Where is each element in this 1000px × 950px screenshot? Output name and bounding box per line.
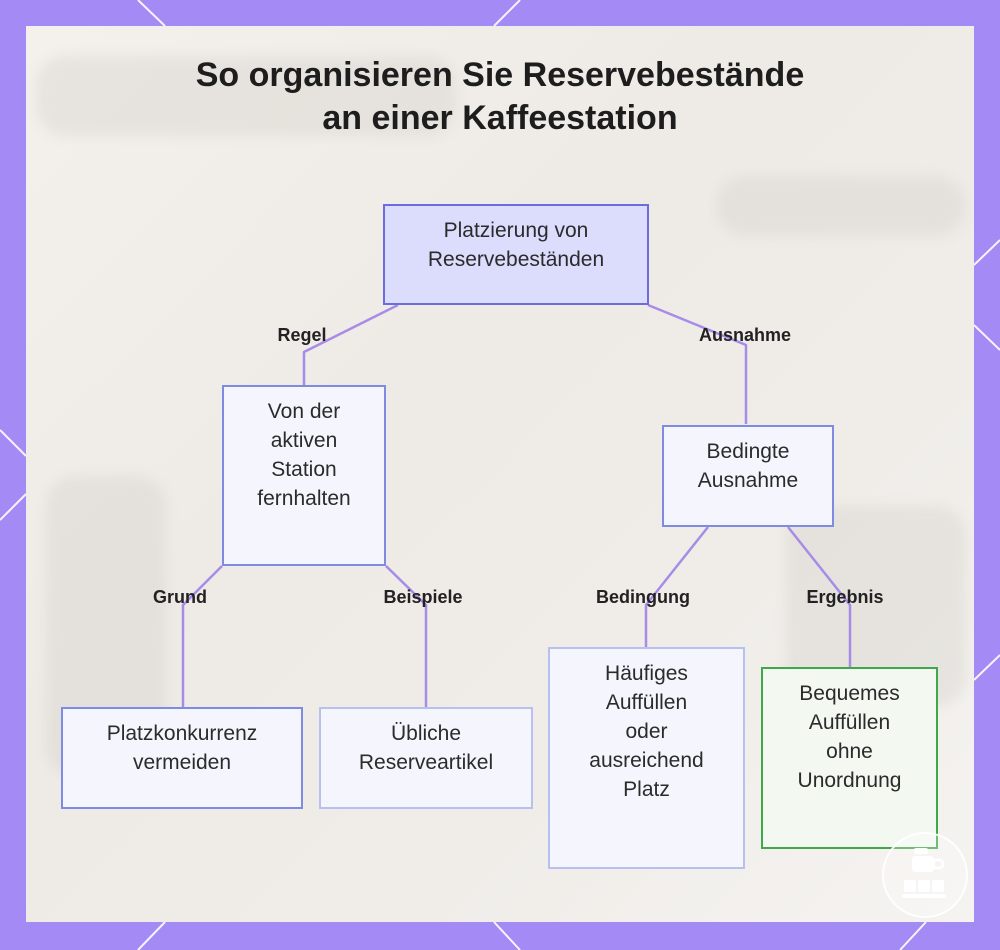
node-root-line-2: Reservebeständen: [427, 248, 605, 271]
edge-label-beispiele: Beispiele: [383, 587, 463, 607]
title-line-1: So organisieren Sie Reservebestände: [195, 56, 805, 94]
node-reason: Platzkonkurrenz vermeiden: [61, 707, 303, 809]
node-result-line-3: ohne: [826, 740, 873, 763]
node-result: Bequemes Auffüllen ohne Unordnung: [761, 667, 938, 849]
edge-label-regel: Regel: [277, 325, 327, 345]
node-reason-line-2: vermeiden: [132, 751, 232, 774]
node-rule-line-2: aktiven: [270, 429, 338, 452]
edge-root-exception: [647, 303, 748, 424]
edge-rule-reason: [181, 565, 223, 707]
node-exception-line-1: Bedingte: [706, 440, 790, 463]
node-result-line-4: Unordnung: [797, 769, 902, 792]
node-condition-line-5: Platz: [623, 778, 670, 801]
node-reason-line-1: Platzkonkurrenz: [106, 722, 258, 745]
edge-root-rule: [302, 303, 399, 385]
node-exception-line-2: Ausnahme: [697, 469, 799, 492]
node-condition-line-1: Häufiges: [605, 662, 688, 685]
node-condition-line-3: oder: [625, 720, 668, 743]
node-rule-line-1: Von der: [267, 400, 341, 423]
edge-label-bedingung: Bedingung: [596, 587, 690, 607]
edge-exception-result: [787, 526, 852, 667]
node-exception: Bedingte Ausnahme: [662, 425, 834, 527]
edge-exception-condition: [644, 526, 709, 647]
node-rule-line-4: fernhalten: [257, 487, 351, 510]
node-examples: Übliche Reserveartikel: [319, 707, 533, 809]
edge-label-grund: Grund: [153, 587, 207, 607]
node-examples-line-1: Übliche: [390, 722, 462, 745]
node-root-line-1: Platzierung von: [443, 219, 589, 242]
node-rule-line-3: Station: [271, 458, 337, 481]
node-condition-line-4: ausreichend: [589, 749, 704, 772]
edge-label-ergebnis: Ergebnis: [806, 587, 884, 607]
coffee-machine-glyph: [902, 848, 946, 898]
edge-label-ausnahme: Ausnahme: [698, 325, 792, 345]
node-result-line-1: Bequemes: [799, 682, 900, 705]
node-root: Platzierung von Reservebeständen: [383, 204, 649, 305]
node-condition: Häufiges Auffüllen oder ausreichend Plat…: [548, 647, 745, 869]
node-condition-line-2: Auffüllen: [605, 691, 688, 714]
diagram-title: So organisieren Sie Reservebestände an e…: [26, 54, 974, 140]
title-line-2: an einer Kaffeestation: [322, 99, 678, 137]
edge-rule-examples: [385, 565, 428, 707]
node-examples-line-2: Reserveartikel: [358, 751, 494, 774]
node-rule: Von der aktiven Station fernhalten: [222, 385, 386, 566]
coffee-machine-icon: [882, 832, 968, 918]
node-result-line-2: Auffüllen: [808, 711, 891, 734]
